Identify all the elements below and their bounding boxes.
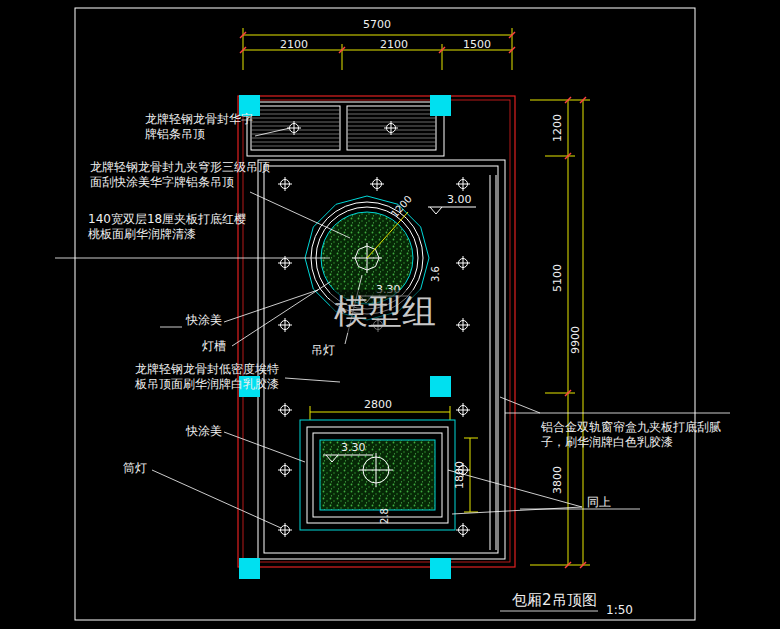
annotation-label: 快涂美 xyxy=(186,313,222,328)
level-marks xyxy=(323,207,476,462)
annotation-label: 龙牌轻钢龙骨封华字牌铝条吊顶 xyxy=(145,112,253,142)
dimension-lines xyxy=(243,28,590,565)
annotation-label: 铝合金双轨窗帘盒九夹板打底刮腻子，刷华润牌白色乳胶漆 xyxy=(541,420,727,450)
dimension-label: 9900 xyxy=(569,326,583,354)
drawing-title: 包厢2吊顶图 xyxy=(512,591,597,610)
dimension-label: 1500 xyxy=(463,38,491,52)
wall-outline xyxy=(243,100,510,562)
dimension-label: 2800 xyxy=(364,398,392,412)
annotation-label: 灯槽 xyxy=(202,339,226,354)
annotation-label: 快涂美 xyxy=(186,424,222,439)
dimension-label: 3.30 xyxy=(341,441,366,455)
annotation-label: 龙牌轻钢龙骨封低密度埃特板吊顶面刷华润牌白乳胶漆 xyxy=(135,362,283,392)
dimension-label: 1200 xyxy=(551,114,565,142)
coffer-ceiling xyxy=(300,420,455,530)
annotation-label: 龙牌轻钢龙骨封九夹穹形三级吊顶面刮快涂美华字牌铝条吊顶 xyxy=(90,160,276,190)
annotation-label: 筒灯 xyxy=(123,461,147,476)
dimension-label: 5100 xyxy=(551,264,565,292)
dimension-label: 3.6 xyxy=(430,266,443,282)
dimension-label: 1200 xyxy=(389,193,415,220)
aluminium-strip-ceiling xyxy=(251,106,436,150)
dimension-label: 3800 xyxy=(551,466,565,494)
downlights xyxy=(278,177,470,537)
ceiling-outline xyxy=(247,102,505,559)
dimension-label: 2.8 xyxy=(379,508,392,524)
annotation-label: 140宽双层18厘夹板打底红樱桃板面刷华润牌清漆 xyxy=(88,212,258,242)
dimension-label: 1800 xyxy=(453,461,467,489)
sheet-frame xyxy=(75,8,695,620)
dimension-label: 2100 xyxy=(280,38,308,52)
dimension-label: 5700 xyxy=(363,18,391,32)
annotation-label: 1:50 xyxy=(606,603,633,618)
dimension-ticks xyxy=(240,32,586,568)
watermark: 模型组 xyxy=(330,290,440,333)
annotation-label: 吊灯 xyxy=(311,343,335,358)
dimension-label: 3.00 xyxy=(447,193,472,207)
annotation-label: 同上 xyxy=(587,495,611,510)
leader-lines xyxy=(55,128,730,611)
dimension-label: 2100 xyxy=(380,38,408,52)
wall-outline xyxy=(238,96,515,567)
columns xyxy=(239,95,451,579)
